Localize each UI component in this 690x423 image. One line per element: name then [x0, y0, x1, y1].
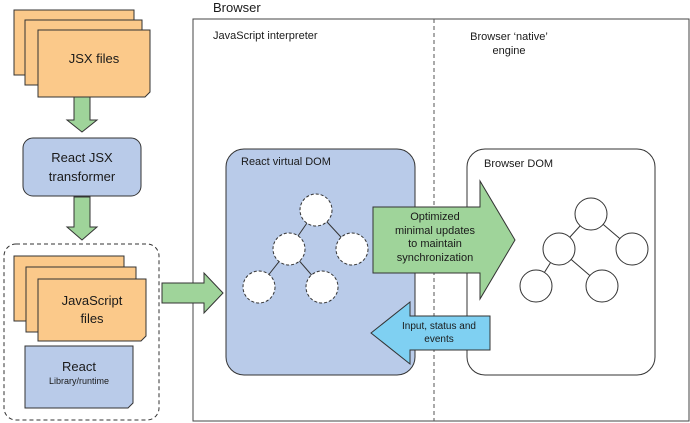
- jsx-files-label: JSX files: [68, 51, 120, 66]
- vdom-node: [272, 232, 306, 266]
- down-arrow-2: [65, 196, 99, 241]
- js-interpreter-label: JavaScript interpreter: [213, 30, 318, 42]
- browser-dom-label: Browser DOM: [484, 158, 554, 170]
- react-library-label: React Library/runtime: [48, 359, 110, 386]
- browser-dom-tree: [519, 197, 649, 303]
- transformer-box: [22, 137, 142, 197]
- transformer-label: React JSX transformer: [48, 150, 116, 184]
- native-engine-label: Browser ‘native’ engine: [470, 31, 548, 57]
- js-files-stack: [13, 255, 147, 342]
- dom-node: [574, 197, 608, 231]
- dom-node: [585, 269, 619, 303]
- vdom-node: [242, 270, 276, 304]
- virtual-dom-label: React virtual DOM: [241, 156, 331, 168]
- down-arrow-1: [65, 96, 99, 133]
- dom-node: [615, 232, 649, 266]
- vdom-node: [335, 232, 369, 266]
- input-arrow-label: Input, status and events: [402, 321, 476, 345]
- vdom-node: [299, 193, 333, 227]
- dom-node: [542, 232, 576, 266]
- vdom-tree: [242, 193, 369, 304]
- react-library-doc: [24, 345, 134, 409]
- browser-title: Browser: [213, 0, 261, 15]
- input-events-arrow: [370, 300, 491, 366]
- vdom-node: [305, 270, 339, 304]
- right-arrow-to-vdom: [161, 271, 224, 315]
- dom-node: [519, 269, 553, 303]
- jsx-files-stack: [13, 9, 151, 98]
- optimized-arrow-label: Optimized minimal updates to maintain sy…: [394, 211, 476, 264]
- optimized-updates-arrow: [372, 179, 516, 301]
- js-files-label: JavaScript files: [61, 293, 123, 326]
